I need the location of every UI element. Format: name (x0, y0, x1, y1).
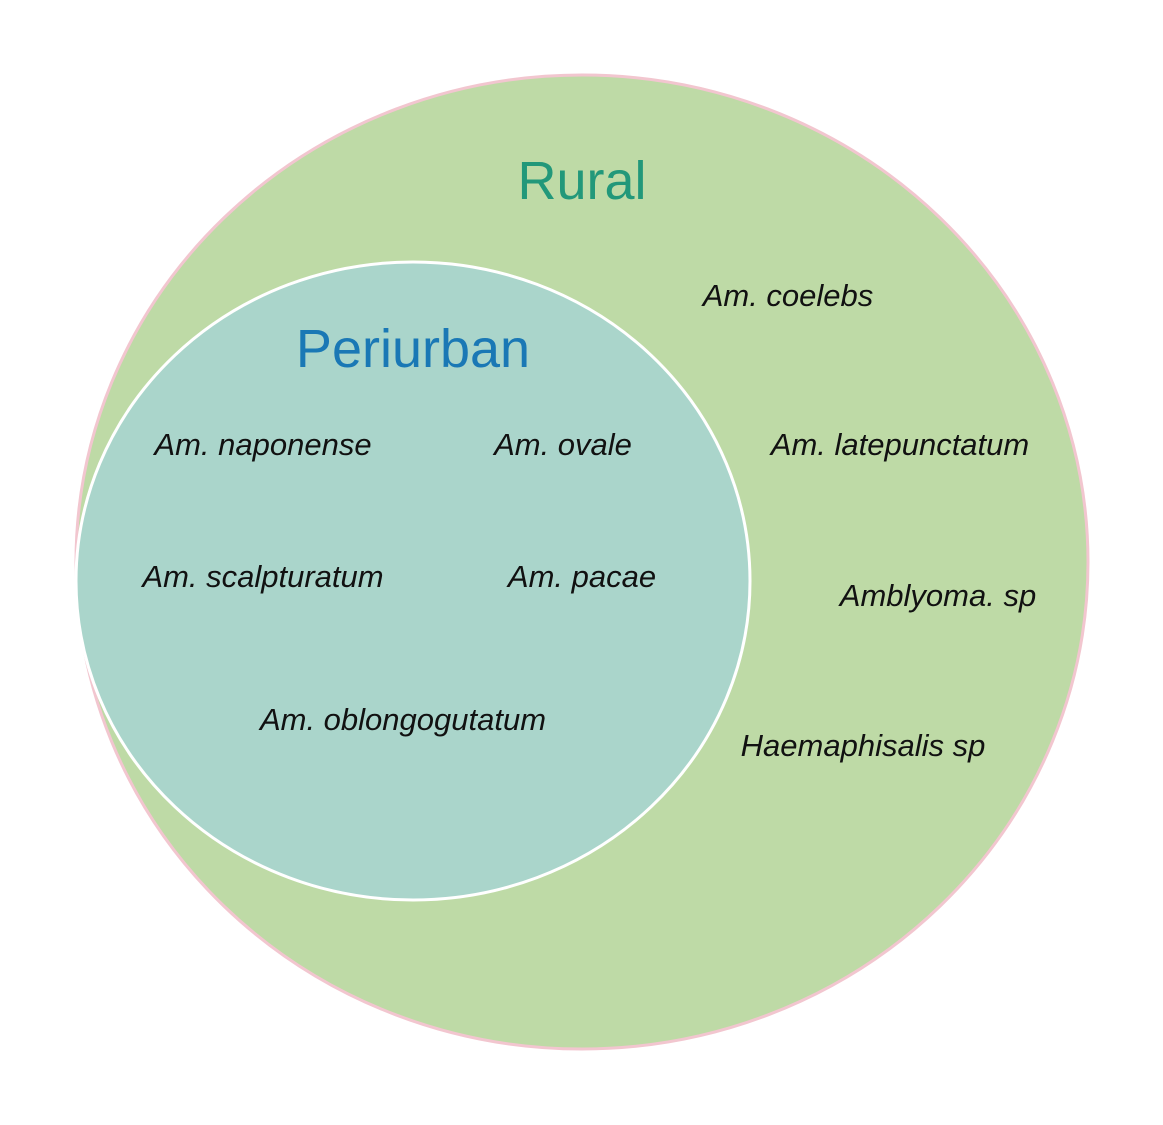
species-label-am-latepunctatum: Am. latepunctatum (769, 427, 1029, 462)
species-label-haemaphisalis-sp: Haemaphisalis sp (741, 728, 986, 763)
periurban-set-circle (74, 260, 752, 902)
rural-set-label: Rural (517, 151, 646, 211)
species-label-amblyoma-sp: Amblyoma. sp (838, 578, 1036, 613)
species-label-am-naponense: Am. naponense (152, 427, 371, 462)
species-label-am-ovale: Am. ovale (492, 427, 632, 462)
species-label-am-coelebs: Am. coelebs (701, 278, 874, 313)
species-label-am-scalpturatum: Am. scalpturatum (140, 559, 383, 594)
periurban-set-label: Periurban (296, 319, 530, 379)
species-label-am-pacae: Am. pacae (506, 559, 656, 594)
species-label-am-oblongogutatum: Am. oblongogutatum (258, 702, 546, 737)
